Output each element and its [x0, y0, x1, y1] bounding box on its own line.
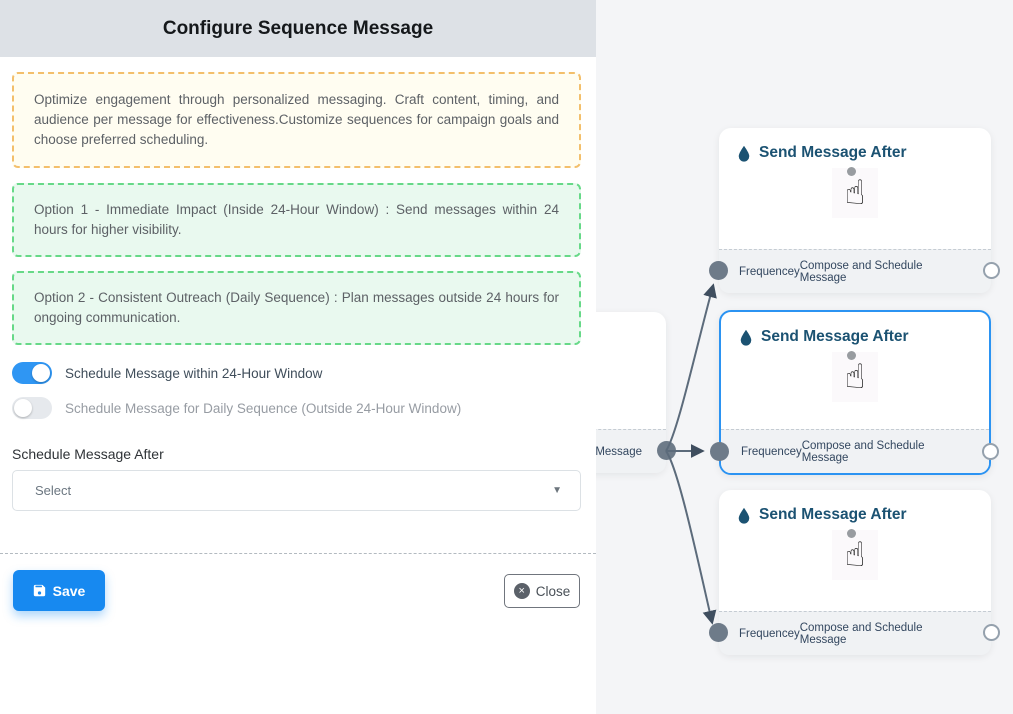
source-handle[interactable]: [982, 443, 999, 460]
source-handle[interactable]: [983, 624, 1000, 641]
chevron-down-icon: ▼: [552, 485, 562, 496]
node-footer: Frequencey Compose and Schedule Message: [721, 429, 989, 473]
close-icon: ×: [513, 583, 530, 599]
option-1-callout: Option 1 - Immediate Impact (Inside 24-H…: [12, 183, 581, 257]
node-input-label: Frequencey: [741, 445, 802, 458]
node-output-label: Compose and Schedule Message: [799, 621, 923, 646]
node-body: ☝: [719, 529, 991, 580]
toggle-label: Schedule Message within 24-Hour Window: [65, 365, 323, 381]
hand-pointer-icon[interactable]: ☝: [832, 351, 878, 402]
toggle-row-24-hour: Schedule Message within 24-Hour Window: [12, 361, 322, 385]
target-handle[interactable]: [709, 623, 728, 642]
page-title: Configure Sequence Message: [162, 17, 434, 39]
node-output-label: Compose and Schedule Message: [799, 259, 923, 284]
node-footer: Frequencey Compose and Schedule Message: [719, 611, 991, 655]
hand-pointer-icon[interactable]: ☝: [832, 167, 878, 218]
node-body: ☝: [719, 167, 991, 218]
node-footer: Frequencey Compose and Schedule Message: [719, 249, 991, 293]
toggle-label: Schedule Message for Daily Sequence (Out…: [65, 400, 462, 416]
save-button[interactable]: Save: [13, 570, 105, 611]
edge-to-node-1: [665, 283, 717, 452]
close-button[interactable]: × Close: [504, 574, 580, 608]
toggle-daily-sequence[interactable]: [12, 397, 52, 419]
info-callout: Optimize engagement through personalized…: [12, 72, 581, 168]
schedule-after-select[interactable]: Select ▼: [12, 470, 581, 511]
node-title: Send Message After: [761, 328, 909, 345]
flow-node-send-message-after-2[interactable]: Send Message After ☝ Frequencey Compose …: [710, 310, 999, 475]
click-dot-icon: [847, 529, 856, 538]
toggle-row-daily-sequence: Schedule Message for Daily Sequence (Out…: [12, 396, 461, 420]
node-title-row: Send Message After: [719, 128, 991, 162]
water-drop-icon: [740, 329, 752, 346]
toggle-24-hour-window[interactable]: [12, 362, 52, 384]
flow-node-send-message-after-3[interactable]: Send Message After ☝ Frequencey Compose …: [709, 490, 1000, 655]
option-2-text: Option 2 - Consistent Outreach (Daily Se…: [34, 289, 559, 325]
hand-pointer-icon[interactable]: ☝: [832, 529, 878, 580]
option-2-callout: Option 2 - Consistent Outreach (Daily Se…: [12, 271, 581, 345]
source-handle[interactable]: [983, 262, 1000, 279]
node-output-label: Compose and Schedule Message: [801, 439, 925, 464]
click-dot-icon: [847, 351, 856, 360]
close-button-label: Close: [535, 583, 571, 599]
save-button-label: Save: [52, 582, 86, 599]
node-body: ☝: [721, 351, 989, 402]
node-title: Send Message After: [759, 144, 907, 161]
node-input-label: Frequencey: [739, 627, 800, 640]
option-1-text: Option 1 - Immediate Impact (Inside 24-H…: [34, 201, 559, 237]
target-handle[interactable]: [710, 442, 729, 461]
select-value: Select: [35, 483, 72, 498]
panel-header: Configure Sequence Message: [0, 0, 596, 57]
edge-to-node-3: [665, 450, 717, 625]
schedule-after-label: Schedule Message After: [12, 446, 164, 462]
node-title: Send Message After: [759, 506, 907, 523]
footer-divider: [0, 553, 596, 554]
node-input-label: Frequencey: [739, 265, 800, 278]
info-text: Optimize engagement through personalized…: [34, 91, 559, 148]
flow-node-send-message-after-1[interactable]: Send Message After ☝ Frequencey Compose …: [709, 128, 1000, 293]
water-drop-icon: [738, 145, 750, 162]
save-icon: [33, 584, 45, 597]
click-dot-icon: [847, 167, 856, 176]
configure-sequence-panel: Configure Sequence Message Optimize enga…: [0, 0, 596, 611]
node-title-row: Send Message After: [719, 490, 991, 524]
node-title-row: Send Message After: [721, 312, 989, 346]
source-handle[interactable]: [657, 441, 676, 460]
water-drop-icon: [738, 507, 750, 524]
target-handle[interactable]: [709, 261, 728, 280]
